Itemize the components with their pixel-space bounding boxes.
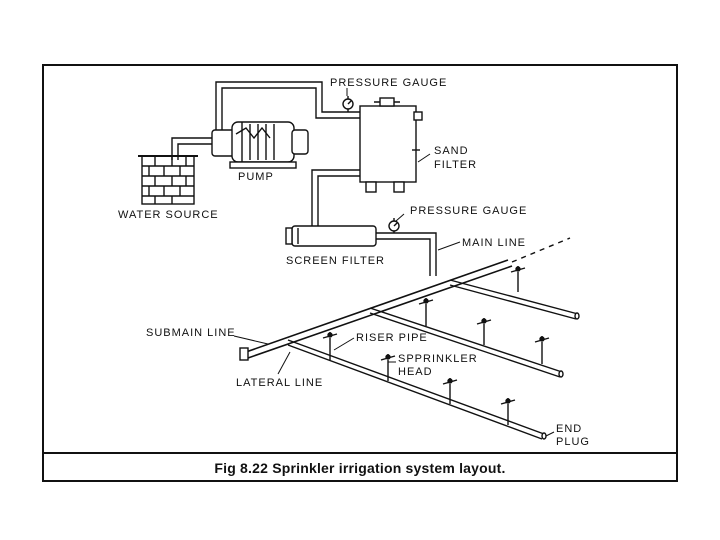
label-submain-line: SUBMAIN LINE: [146, 327, 236, 339]
lateral-line-top: [449, 279, 580, 320]
screen-filter: [285, 225, 377, 247]
pressure-gauge-top: [342, 96, 354, 112]
label-riser-pipe: RISER PIPE: [356, 332, 428, 344]
label-pump: PUMP: [238, 171, 274, 183]
sprinkler-head-4: [534, 336, 550, 364]
leader-lines: [233, 88, 555, 437]
pipe-to-screen-filter: [311, 169, 360, 226]
label-pressure-gauge-mid: PRESSURE GAUGE: [410, 205, 527, 217]
label-lateral-line: LATERAL LINE: [236, 377, 323, 389]
label-sprinkler-head-1: SPPRINKLER: [398, 353, 478, 365]
water-source-well: [138, 155, 198, 205]
pump-motor: [211, 121, 309, 169]
sprinkler-head-3: [476, 318, 492, 345]
sand-filter-tank: [359, 97, 423, 193]
figure-caption: Fig 8.22 Sprinkler irrigation system lay…: [44, 452, 676, 482]
label-end-plug-2: PLUG: [556, 436, 590, 448]
sprinkler-head-1: [510, 266, 526, 292]
suction-pipe: [171, 137, 214, 160]
sprinkler-head-6: [380, 354, 396, 381]
pressure-gauge-mid: [376, 218, 437, 276]
label-main-line: MAIN LINE: [462, 237, 526, 249]
sprinklers: [322, 266, 550, 425]
lateral-line-middle: [369, 307, 564, 378]
label-pressure-gauge-top: PRESSURE GAUGE: [330, 77, 447, 89]
diagram-frame: [42, 64, 678, 482]
sprinkler-head-5: [322, 332, 338, 360]
sprinkler-head-7: [442, 378, 458, 404]
sprinkler-head-8: [500, 398, 516, 425]
sprinkler-head-2: [418, 298, 434, 326]
label-screen-filter: SCREEN FILTER: [286, 255, 385, 267]
label-end-plug-1: END: [556, 423, 582, 435]
label-sand-filter-2: FILTER: [434, 159, 477, 171]
label-sand-filter-1: SAND: [434, 145, 469, 157]
label-water-source: WATER SOURCE: [118, 209, 219, 221]
label-sprinkler-head-2: HEAD: [398, 366, 433, 378]
delivery-pipe-to-sand-filter: [215, 81, 360, 130]
